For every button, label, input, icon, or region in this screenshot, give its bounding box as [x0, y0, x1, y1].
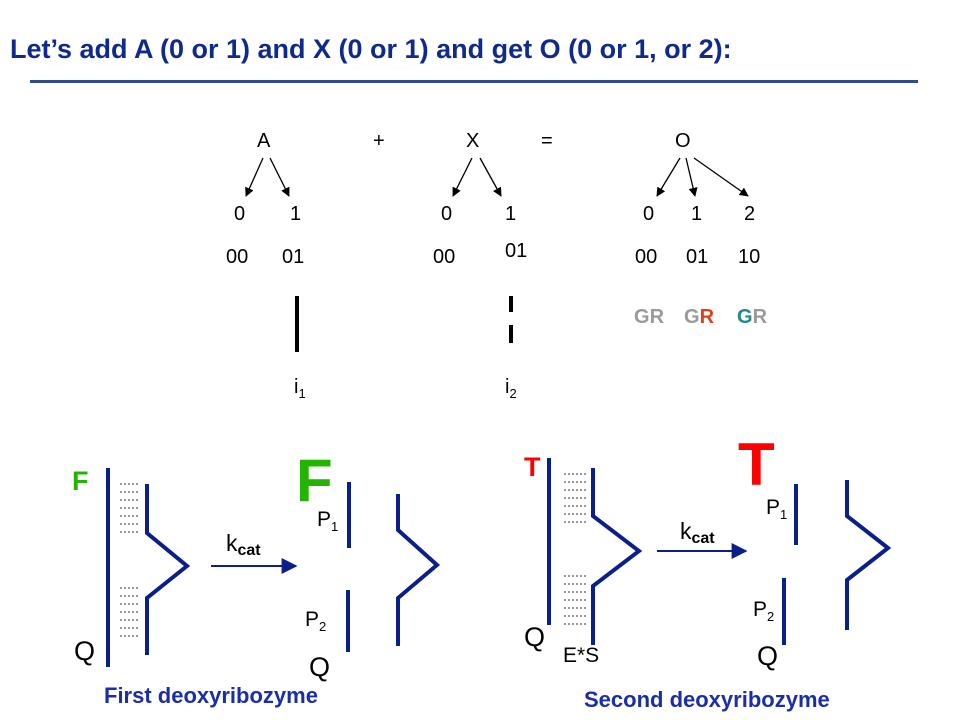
- second-p2-label: P2: [753, 598, 774, 624]
- first-kcat-label: kcat: [226, 530, 261, 560]
- second-p1-sub: 1: [780, 507, 788, 522]
- i1-sub: 1: [298, 386, 306, 401]
- second-complex-label: E*S: [563, 644, 600, 667]
- second-k: k: [680, 518, 692, 544]
- label-a: A: [257, 130, 271, 152]
- x-code-0: 00: [433, 246, 456, 268]
- label-x: X: [466, 130, 480, 152]
- label-equals: =: [541, 130, 553, 152]
- x-code-1: 01: [505, 240, 528, 262]
- o-value-2: 2: [744, 203, 756, 225]
- a-value-1: 1: [290, 203, 302, 225]
- o-code-2: 10: [738, 246, 761, 268]
- input-label-i1: i1: [294, 376, 306, 401]
- gr2-r: R: [752, 306, 768, 328]
- tree-arrows-a: [245, 157, 290, 197]
- second-product-q: Q: [757, 641, 779, 671]
- first-cat: cat: [237, 542, 261, 559]
- first-deoxyribozyme-complex: [106, 468, 191, 667]
- input-label-i2: i2: [505, 376, 517, 401]
- label-o: O: [675, 130, 691, 152]
- a-code-0: 00: [226, 246, 249, 268]
- second-caption: Second deoxyribozyme: [584, 687, 830, 712]
- gr-label-1: GR: [684, 306, 714, 329]
- tree-arrows-o: [656, 157, 749, 197]
- o-code-1: 01: [686, 246, 709, 268]
- first-k: k: [226, 530, 238, 556]
- second-products: [782, 480, 892, 645]
- a-code-1: 01: [282, 246, 305, 268]
- first-p2-base: P: [305, 608, 320, 631]
- o-code-0: 00: [635, 246, 658, 268]
- second-kcat-label: kcat: [680, 518, 715, 548]
- first-products: [346, 482, 441, 652]
- second-fluorophore-t: T: [524, 452, 541, 482]
- page-title: Let’s add A (0 or 1) and X (0 or 1) and …: [10, 34, 732, 64]
- a-value-0: 0: [234, 203, 246, 225]
- second-product-t: T: [738, 431, 775, 498]
- first-p1-base: P: [317, 508, 332, 531]
- first-p1-sub: 1: [331, 519, 339, 534]
- gr0-r: R: [649, 306, 665, 328]
- first-caption: First deoxyribozyme: [104, 683, 318, 708]
- gr-label-2: GR: [737, 306, 767, 329]
- i2-base: i: [505, 376, 510, 398]
- second-p1-base: P: [766, 496, 781, 519]
- gr1-g: G: [684, 306, 700, 328]
- first-p2-label: P2: [305, 608, 326, 634]
- x-value-1: 1: [505, 203, 517, 225]
- first-fluorophore-f: F: [72, 466, 89, 496]
- label-plus: +: [373, 130, 385, 152]
- first-p1-label: P1: [317, 508, 338, 534]
- first-product-q: Q: [309, 652, 331, 682]
- x-value-0: 0: [441, 203, 453, 225]
- first-quencher-q: Q: [74, 636, 96, 666]
- i1-base: i: [294, 376, 299, 398]
- tree-arrows-x: [452, 157, 502, 197]
- i2-sub: 2: [509, 386, 517, 401]
- second-quencher-q: Q: [524, 622, 546, 652]
- o-value-1: 1: [691, 203, 703, 225]
- o-value-0: 0: [643, 203, 655, 225]
- second-p2-base: P: [753, 598, 768, 621]
- second-p2-sub: 2: [767, 609, 775, 624]
- first-p2-sub: 2: [319, 619, 327, 634]
- second-deoxyribozyme-complex: [547, 458, 643, 645]
- gr-label-0: GR: [634, 306, 664, 329]
- title-underline: [30, 80, 918, 83]
- second-p1-label: P1: [766, 496, 787, 522]
- second-cat: cat: [691, 530, 715, 547]
- gr1-r: R: [699, 306, 715, 328]
- gr2-g: G: [737, 306, 753, 328]
- first-product-f: F: [296, 447, 333, 514]
- gr0-g: G: [634, 306, 650, 328]
